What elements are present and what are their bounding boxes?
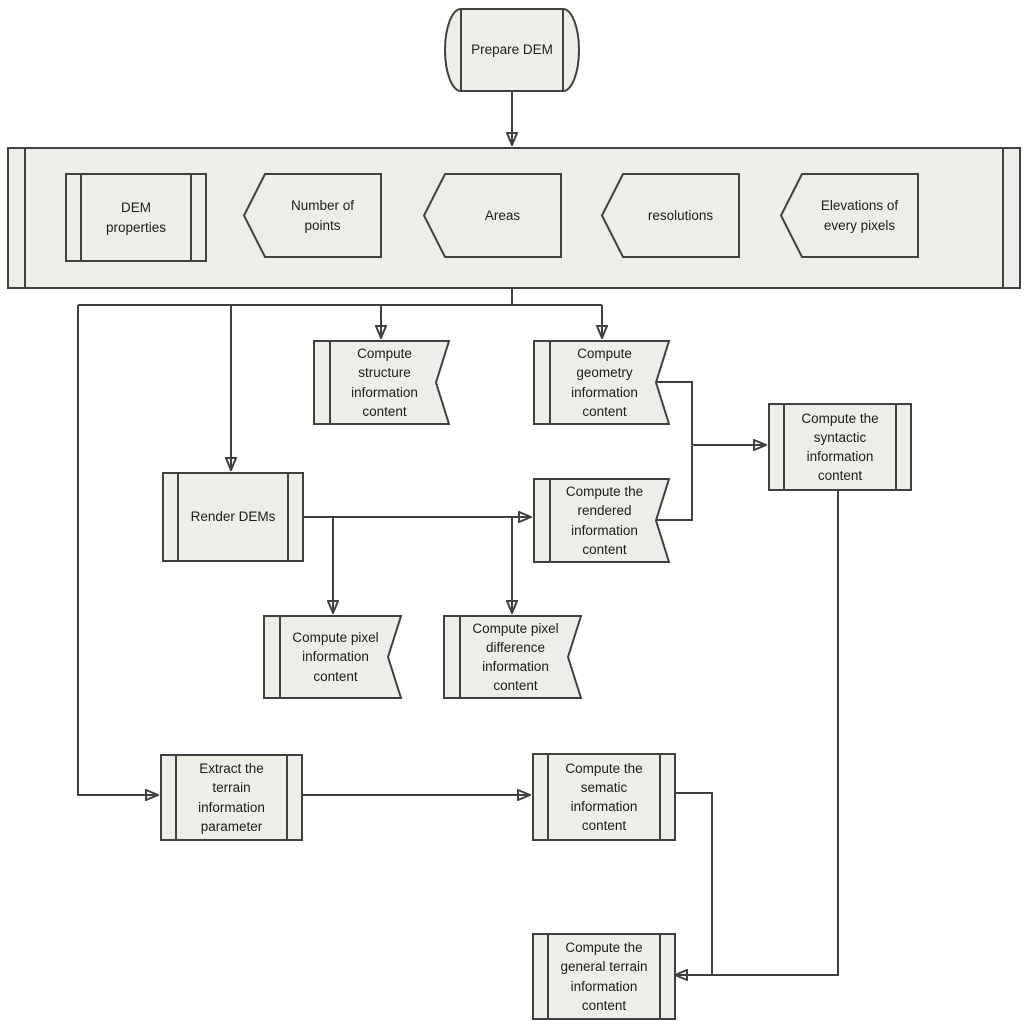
- label-number-of-points: Number of points: [290, 198, 355, 233]
- wire-sematic-down: [672, 792, 713, 975]
- label-compute-syntactic: Compute the syntactic information conten…: [801, 410, 879, 484]
- label-prepare-dem: Prepare DEM: [471, 42, 553, 58]
- label-compute-rendered: Compute the rendered information content: [565, 484, 644, 557]
- node-extract-terrain: Extract the terrain information paramete…: [160, 754, 303, 841]
- pentagon-shape: [779, 173, 919, 258]
- banner-shape: [443, 615, 583, 699]
- node-resolutions: resolutions: [600, 173, 740, 258]
- label-areas: Areas: [484, 207, 521, 223]
- node-prepare-dem: Prepare DEM: [444, 8, 580, 92]
- label-render-dems: Render DEMs: [190, 509, 276, 525]
- label-compute-pixel: Compute pixel information content: [292, 630, 379, 684]
- wire-branch-to-extract: [77, 305, 158, 795]
- node-elevations: Elevations of every pixels: [779, 173, 919, 258]
- node-compute-pixel: Compute pixel information content: [263, 615, 403, 699]
- banner-shape: [313, 340, 451, 425]
- banner-shape: [533, 478, 671, 563]
- pentagon-shape: [422, 173, 562, 258]
- label-compute-geometry: Compute geometry information content: [571, 346, 638, 419]
- label-dem-properties: DEM properties: [105, 200, 167, 235]
- label-compute-sematic: Compute the sematic information content: [565, 760, 643, 834]
- node-compute-rendered: Compute the rendered information content: [533, 478, 671, 563]
- node-areas: Areas: [422, 173, 562, 258]
- wire-geometry-to-junction: [657, 381, 693, 445]
- pentagon-shape: [600, 173, 740, 258]
- node-render-dems: Render DEMs: [162, 472, 304, 562]
- node-compute-structure: Compute structure information content: [313, 340, 451, 425]
- label-compute-pixel-difference: Compute pixel difference information con…: [472, 620, 559, 694]
- node-compute-general: Compute the general terrain information …: [532, 933, 676, 1020]
- node-compute-geometry: Compute geometry information content: [533, 340, 671, 425]
- node-dem-properties: DEM properties: [65, 173, 207, 262]
- banner-shape: [263, 615, 403, 699]
- wire-syntactic-to-general: [675, 487, 839, 975]
- label-compute-general: Compute the general terrain information …: [560, 940, 648, 1013]
- barrel-shape: [444, 8, 580, 92]
- label-resolutions: resolutions: [647, 207, 714, 223]
- label-extract-terrain: Extract the terrain information paramete…: [198, 761, 265, 834]
- node-compute-syntactic: Compute the syntactic information conten…: [768, 403, 912, 491]
- node-compute-pixel-difference: Compute pixel difference information con…: [443, 615, 583, 699]
- banner-shape: [533, 340, 671, 425]
- node-compute-sematic: Compute the sematic information content: [532, 753, 676, 841]
- label-elevations: Elevations of every pixels: [820, 198, 899, 233]
- node-number-of-points: Number of points: [242, 173, 382, 258]
- pentagon-shape: [242, 173, 382, 258]
- label-compute-structure: Compute structure information content: [351, 346, 418, 419]
- wire-rendered-to-junction: [657, 446, 693, 521]
